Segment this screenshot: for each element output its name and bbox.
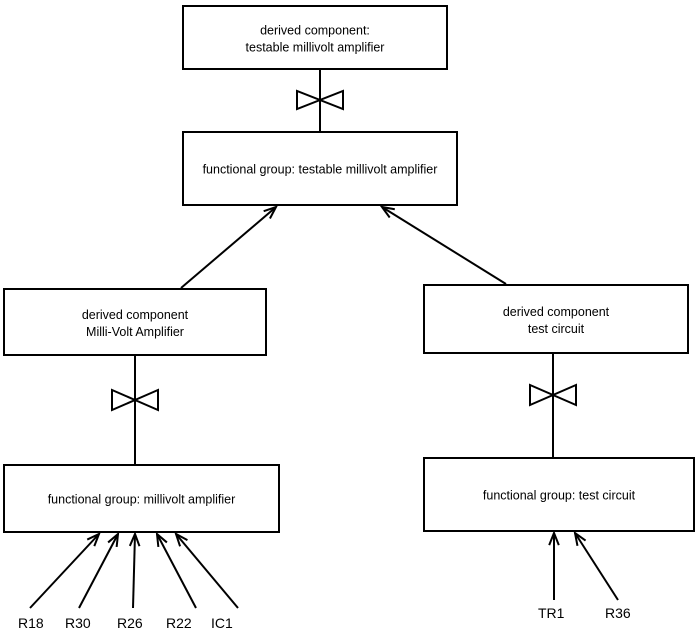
arrow-r26-to-fg-mva (128, 531, 141, 609)
arrow-ic1-to-fg-mva (174, 531, 239, 609)
arrow-tr1-to-fg-tc (548, 530, 560, 600)
node-label-line1: functional group: testable millivolt amp… (203, 163, 438, 177)
arrow-r18-to-fg-mva (29, 532, 101, 609)
node-label-line1: functional group: millivolt amplifier (48, 493, 236, 507)
leaf-tr1: TR1 (538, 605, 565, 621)
node-derived-testable-millivolt-amplifier[interactable]: derived component: testable millivolt amp… (182, 5, 448, 70)
arrow-mva-to-fg-testable (180, 205, 279, 289)
arrow-tc-to-fg-testable (379, 205, 507, 285)
arrow-r30-to-fg-mva (78, 531, 120, 609)
node-label-line2: testable millivolt amplifier (246, 41, 385, 55)
arrow-layer (29, 205, 619, 609)
leaf-r30: R30 (65, 615, 91, 631)
bowtie-right (529, 383, 577, 407)
node-label-line1: derived component (82, 308, 189, 322)
bowtie-left (111, 388, 159, 412)
node-box[interactable] (3, 288, 267, 356)
node-label-line2: test circuit (528, 322, 585, 336)
node-box[interactable] (182, 5, 448, 70)
arrow-r36-to-fg-tc (573, 530, 619, 601)
leaf-r36: R36 (605, 605, 631, 621)
leaf-r26: R26 (117, 615, 143, 631)
node-layer: derived component: testable millivolt amp… (3, 5, 695, 533)
node-box[interactable] (182, 131, 458, 206)
bowtie-top (296, 89, 344, 111)
node-label-line2: Milli-Volt Amplifier (86, 325, 184, 339)
node-fg-testable-millivolt-amplifier[interactable]: functional group: testable millivolt amp… (182, 131, 458, 206)
node-label-line1: derived component: (260, 24, 370, 38)
node-box[interactable] (423, 457, 695, 532)
node-box[interactable] (3, 464, 280, 533)
node-fg-millivolt-amplifier[interactable]: functional group: millivolt amplifier (3, 464, 280, 533)
bowtie-layer (111, 89, 577, 412)
node-label-line1: derived component (503, 305, 610, 319)
leaf-r22: R22 (166, 615, 192, 631)
node-box[interactable] (423, 284, 689, 354)
arrow-r22-to-fg-mva (155, 531, 197, 609)
leaf-r18: R18 (18, 615, 44, 631)
leaf-ic1: IC1 (211, 615, 233, 631)
node-label-line1: functional group: test circuit (483, 489, 636, 503)
edge-layer (134, 70, 554, 464)
node-fg-test-circuit[interactable]: functional group: test circuit (423, 457, 695, 532)
node-derived-test-circuit[interactable]: derived component test circuit (423, 284, 689, 354)
leaf-label-layer: R18 R30 R26 R22 IC1 TR1 R36 (18, 605, 631, 631)
